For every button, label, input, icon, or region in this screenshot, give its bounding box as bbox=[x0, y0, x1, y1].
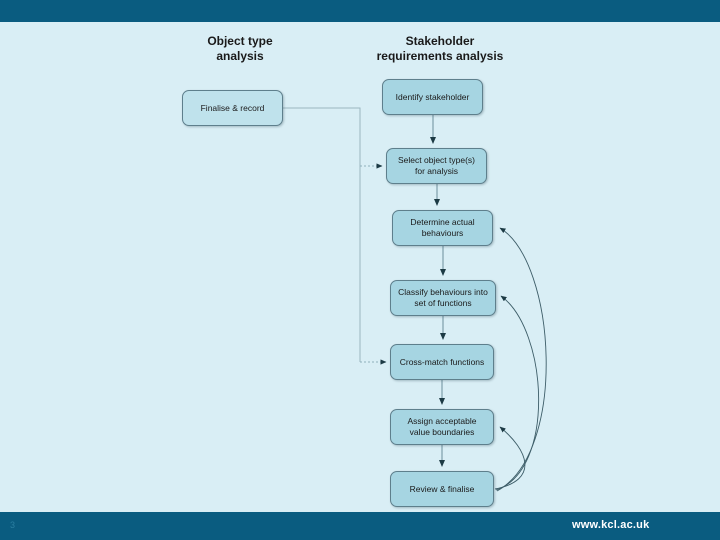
node-label-line-1: Assign acceptable bbox=[407, 416, 477, 426]
slide-number: 3 bbox=[10, 520, 16, 530]
flowchart-node-select-object-types[interactable]: Select object type(s) for analysis bbox=[386, 148, 487, 184]
edge-review-to-classify bbox=[495, 295, 540, 491]
heading-line-1: Stakeholder bbox=[405, 34, 475, 48]
flowchart-node-determine-actual-behaviours[interactable]: Determine actual behaviours bbox=[392, 210, 493, 246]
column-heading-object-type-analysis: Object type analysis bbox=[160, 34, 320, 64]
node-label: Review & finalise bbox=[409, 483, 475, 494]
footer-banner-bar bbox=[0, 512, 720, 540]
node-label-line-2: for analysis bbox=[415, 166, 458, 176]
node-label-line-1: Classify behaviours into bbox=[398, 287, 488, 297]
flowchart-node-identify-stakeholder[interactable]: Identify stakeholder bbox=[382, 79, 483, 115]
flowchart-node-finalise-record[interactable]: Finalise & record bbox=[182, 90, 283, 126]
node-label-line-1: Select object type(s) bbox=[397, 155, 475, 165]
edge-finalise-trunk bbox=[283, 107, 361, 362]
node-label-line-2: value boundaries bbox=[409, 427, 475, 437]
heading-line-2: analysis bbox=[216, 49, 264, 63]
flowchart-node-classify-behaviours[interactable]: Classify behaviours into set of function… bbox=[390, 280, 496, 316]
edge-review-to-assign bbox=[494, 426, 526, 490]
node-label-line-2: behaviours bbox=[421, 228, 464, 238]
flowchart-node-cross-match-functions[interactable]: Cross-match functions bbox=[390, 344, 494, 380]
node-label-line-2: set of functions bbox=[414, 298, 472, 308]
flowchart-node-assign-value-boundaries[interactable]: Assign acceptable value boundaries bbox=[390, 409, 494, 445]
heading-line-2: requirements analysis bbox=[376, 49, 504, 63]
node-label: Cross-match functions bbox=[399, 356, 485, 367]
node-label: Finalise & record bbox=[200, 102, 265, 113]
column-heading-stakeholder-requirements-analysis: Stakeholder requirements analysis bbox=[350, 34, 530, 64]
edge-review-to-determine bbox=[496, 227, 547, 492]
heading-line-1: Object type bbox=[207, 34, 273, 48]
site-url-label: www.kcl.ac.uk bbox=[572, 519, 650, 531]
node-label-line-1: Determine actual bbox=[410, 217, 475, 227]
node-label: Identify stakeholder bbox=[395, 91, 470, 102]
top-banner-bar bbox=[0, 0, 720, 22]
flowchart-node-review-finalise[interactable]: Review & finalise bbox=[390, 471, 494, 507]
